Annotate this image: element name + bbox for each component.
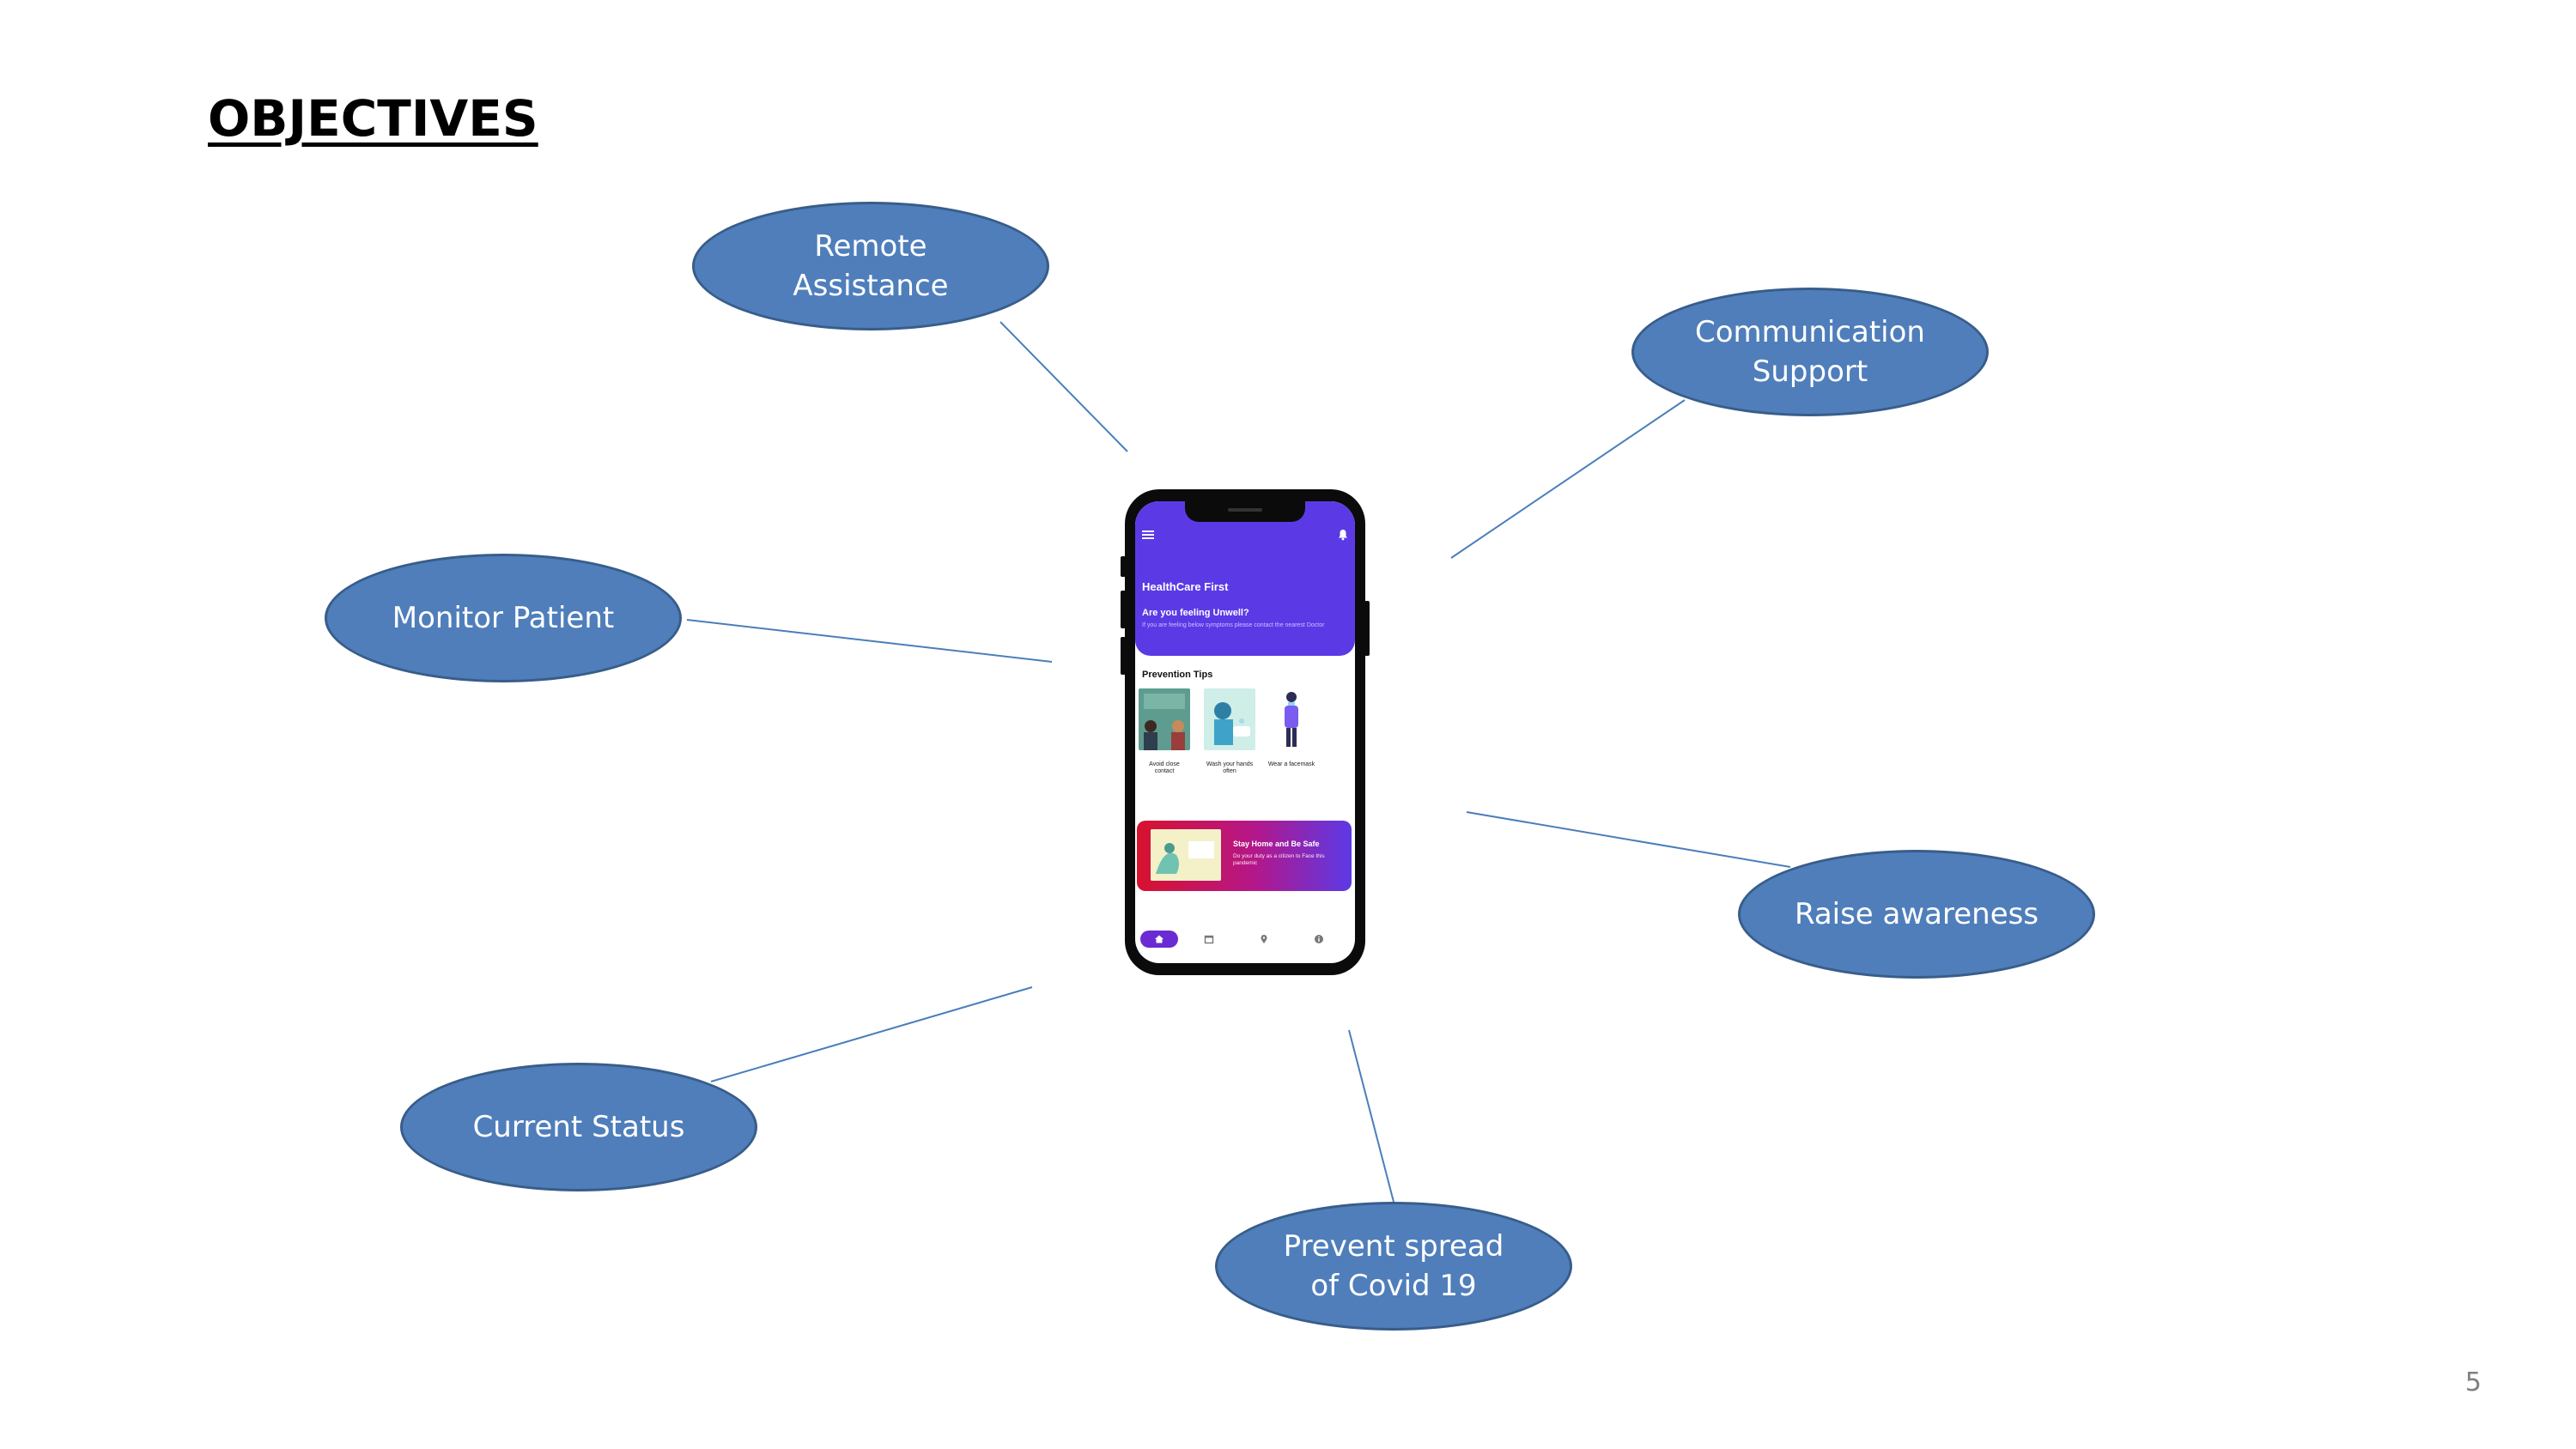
calendar-icon[interactable]	[1204, 934, 1214, 944]
tip-caption: Avoid close contact	[1149, 761, 1180, 774]
page-number: 5	[2464, 1367, 2482, 1397]
home-icon	[1155, 935, 1163, 943]
objective-label-line1: Raise awareness	[1794, 897, 2039, 931]
tip-card-wear-facemask[interactable]: Wear a facemask	[1266, 688, 1317, 768]
phone-side-button	[1121, 556, 1126, 577]
app-title: HealthCare First	[1142, 580, 1229, 593]
tip-card-wash-hands[interactable]: Wash your hands often	[1204, 688, 1255, 775]
bottom-navigation	[1135, 925, 1355, 951]
connector-monitor-patient	[686, 619, 1053, 663]
connector-communication-support	[1450, 399, 1686, 559]
tip-caption: Wash your hands often	[1206, 761, 1254, 774]
app-header: HealthCare First Are you feeling Unwell?…	[1135, 501, 1355, 656]
social-distancing-illustration	[1139, 688, 1190, 750]
connector-remote-assistance	[999, 321, 1128, 452]
location-pin-icon[interactable]	[1259, 934, 1269, 944]
connector-prevent-spread	[1348, 1029, 1394, 1203]
stay-home-illustration	[1151, 829, 1221, 881]
tip-caption: Wear a facemask	[1267, 761, 1315, 767]
stay-home-banner[interactable]: Stay Home and Be Safe Do your duty as a …	[1137, 821, 1352, 891]
phone-notch	[1185, 501, 1305, 522]
prevention-tips-heading: Prevention Tips	[1142, 670, 1213, 680]
connector-raise-awareness	[1466, 811, 1791, 868]
objective-label-line1: Prevent spread	[1283, 1229, 1504, 1264]
objective-label-line2: of Covid 19	[1310, 1269, 1477, 1303]
phone-mockup: HealthCare First Are you feeling Unwell?…	[1121, 489, 1370, 975]
info-icon[interactable]	[1314, 934, 1324, 944]
phone-side-button	[1121, 591, 1126, 628]
banner-text: Do your duty as a citizen to Face this p…	[1233, 853, 1325, 866]
nav-home-button[interactable]	[1140, 931, 1178, 948]
objective-label-line1: Current Status	[472, 1110, 685, 1144]
phone-screen: HealthCare First Are you feeling Unwell?…	[1135, 501, 1355, 963]
objective-label-line1: Remote	[814, 229, 927, 264]
tip-card-avoid-contact[interactable]: Avoid close contact	[1139, 688, 1190, 775]
phone-side-button	[1364, 601, 1370, 656]
objective-label-line1: Communication	[1695, 315, 1925, 349]
bell-icon[interactable]	[1338, 529, 1348, 541]
facemask-illustration	[1266, 688, 1317, 750]
hand-washing-illustration	[1204, 688, 1255, 750]
slide-title: OBJECTIVES	[208, 89, 538, 148]
phone-side-button	[1121, 637, 1126, 675]
unwell-text: If you are feeling below symptoms please…	[1142, 622, 1325, 628]
objective-label-line2: Support	[1752, 355, 1868, 389]
objective-monitor-patient: Monitor Patient	[325, 554, 682, 682]
objective-label-line1: Monitor Patient	[392, 601, 615, 635]
objective-label-line2: Assistance	[793, 269, 949, 303]
objective-prevent-spread: Prevent spread of Covid 19	[1215, 1202, 1572, 1331]
objective-raise-awareness: Raise awareness	[1738, 850, 2095, 979]
banner-title: Stay Home and Be Safe	[1233, 840, 1320, 848]
connector-current-status	[710, 986, 1033, 1082]
menu-icon[interactable]	[1142, 530, 1154, 539]
objective-current-status: Current Status	[400, 1063, 757, 1191]
unwell-heading: Are you feeling Unwell?	[1142, 608, 1249, 618]
